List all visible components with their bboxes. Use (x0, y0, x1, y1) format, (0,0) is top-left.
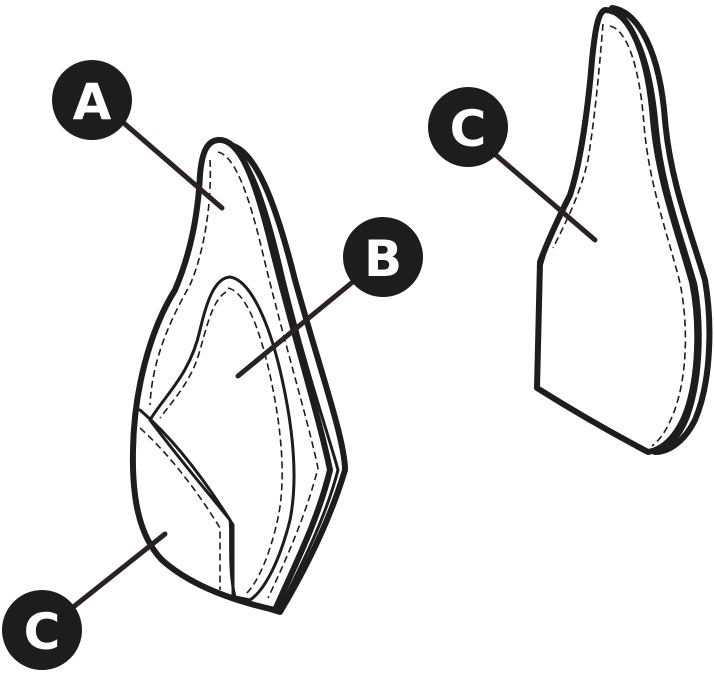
piece-c-left-outline (138, 408, 235, 599)
leader-line-c-left (69, 531, 168, 611)
leader-line-c-right (487, 147, 598, 243)
label-a-text: A (73, 73, 112, 131)
leader-line-b (235, 273, 363, 379)
label-badge-a: A (52, 60, 132, 140)
piece-a-stitch-line (217, 151, 319, 599)
piece-c-right-inner-stitch (552, 23, 604, 249)
piece-c-right-outline (534, 7, 701, 455)
piece-b-outline (148, 275, 296, 602)
assembled-insole-piece (129, 137, 348, 615)
label-b-text: B (364, 230, 402, 288)
piece-b-stitch-line (227, 287, 283, 595)
label-badge-b: B (343, 217, 423, 297)
piece-b-inner-stitch (159, 291, 227, 419)
label-c-right-text: C (450, 100, 487, 158)
label-c-left-text: C (24, 603, 61, 661)
piece-c-right-ridge (616, 12, 702, 454)
heel-counter-piece (534, 5, 713, 455)
leader-line-a (115, 115, 225, 211)
piece-c-right-stitch (609, 25, 687, 447)
edge-ridge-line (230, 145, 340, 610)
label-badge-c-right: C (428, 87, 508, 167)
piece-c-right-seam (538, 238, 550, 272)
label-badge-c-left: C (2, 590, 82, 670)
piece-c-left-stitch (139, 427, 221, 590)
piece-a-outline (129, 137, 333, 613)
